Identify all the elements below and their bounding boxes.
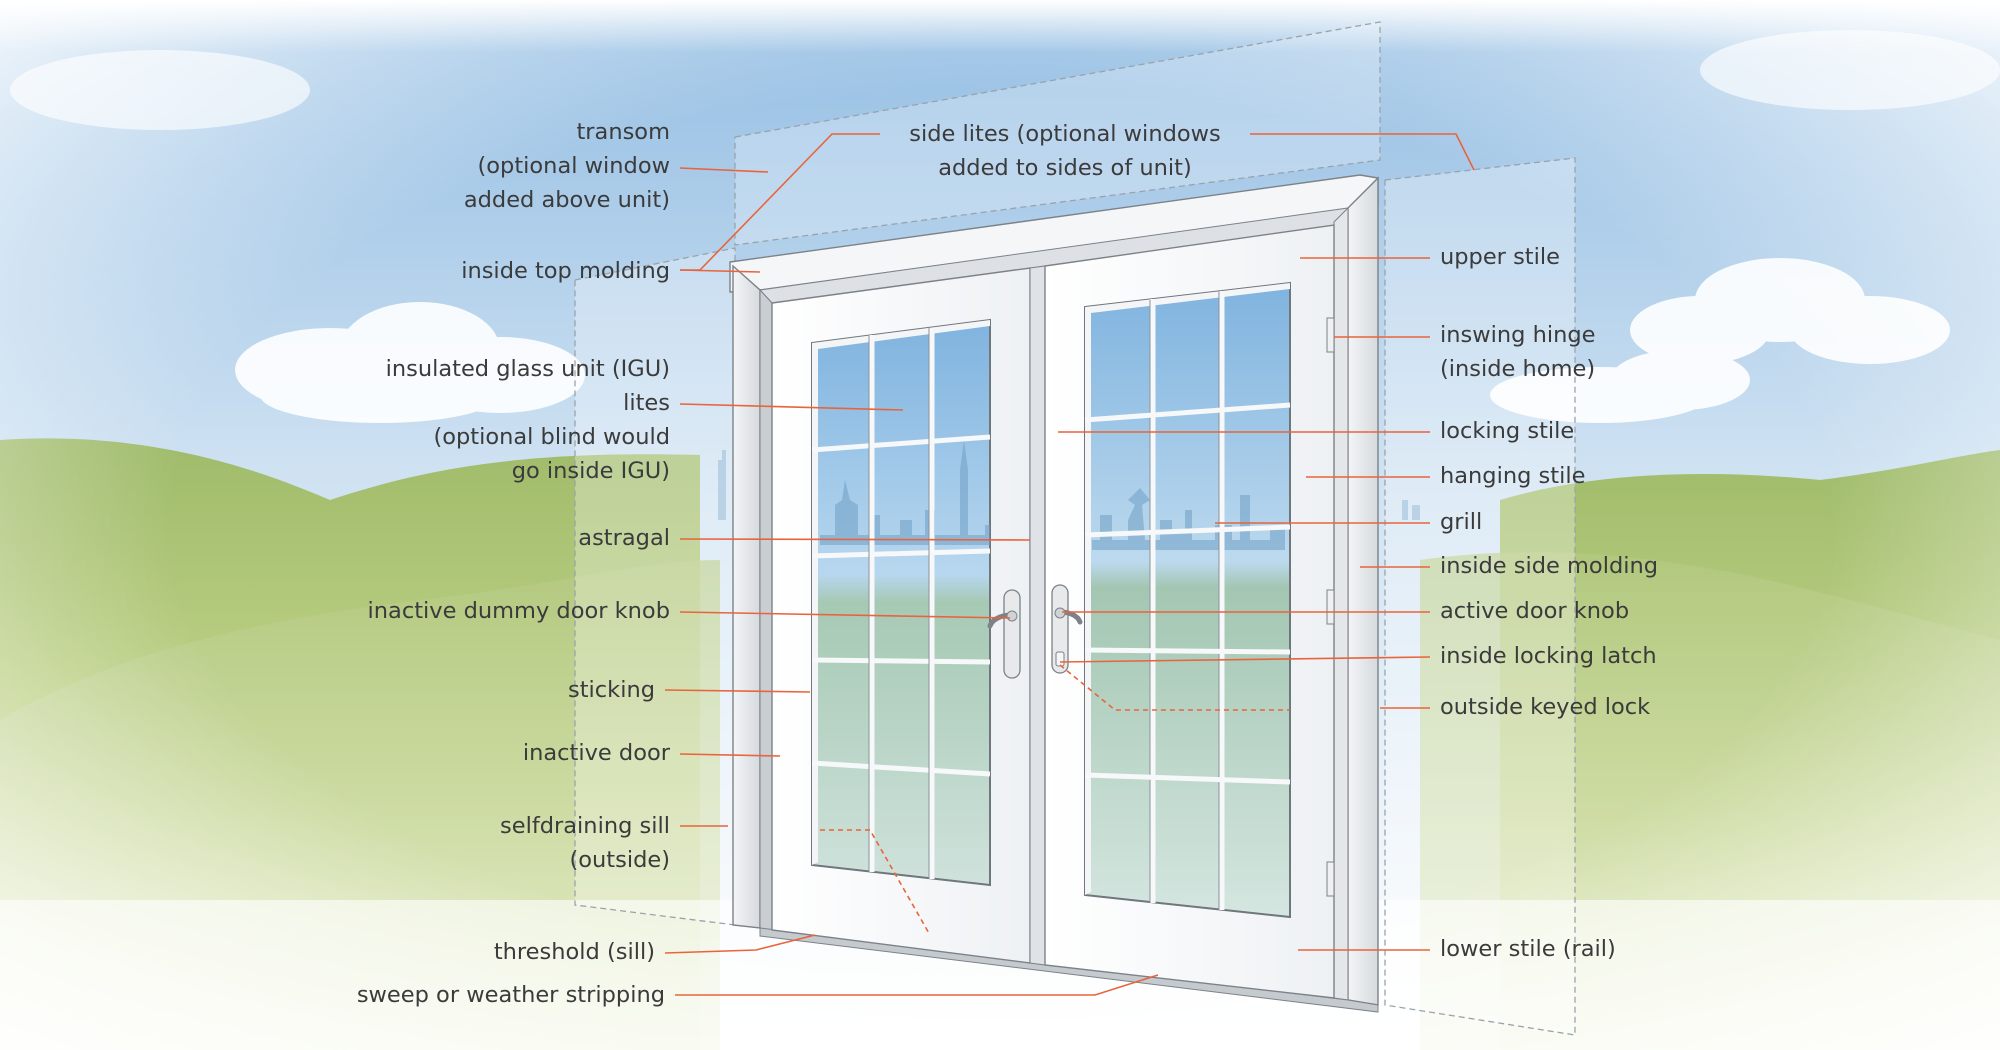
label-igu-lites: insulated glass unit (IGU) lites (option… xyxy=(385,356,670,484)
label-side-lites: side lites (optional windows added to si… xyxy=(909,121,1221,181)
door-frame xyxy=(729,174,1379,1013)
grill-active xyxy=(1084,291,1291,910)
label-inside-locking-latch: inside locking latch xyxy=(1440,643,1657,669)
label-threshold: threshold (sill) xyxy=(493,939,655,965)
label-inactive-door-knob: inactive dummy door knob xyxy=(367,598,670,624)
label-astragal: astragal xyxy=(578,525,670,551)
grill-inactive xyxy=(811,328,991,879)
label-lower-stile: lower stile (rail) xyxy=(1440,936,1616,962)
hinges xyxy=(1326,317,1335,897)
label-inside-top-molding: inside top molding xyxy=(461,258,670,284)
label-selfdraining-sill: selfdraining sill (outside) xyxy=(500,813,670,873)
label-outside-keyed-lock: outside keyed lock xyxy=(1440,694,1651,720)
label-hanging-stile: hanging stile xyxy=(1440,463,1586,489)
side-lite-right-outline xyxy=(1384,157,1576,1036)
label-active-door-knob: active door knob xyxy=(1440,598,1630,624)
label-inactive-door: inactive door xyxy=(522,740,670,766)
label-grill: grill xyxy=(1440,509,1483,535)
label-locking-stile: locking stile xyxy=(1440,418,1575,444)
label-inside-side-molding: inside side molding xyxy=(1440,553,1659,579)
label-transom: transom (optional window added above uni… xyxy=(463,119,670,213)
label-upper-stile: upper stile xyxy=(1440,244,1560,270)
label-inswing-hinge: inswing hinge (inside home) xyxy=(1440,322,1596,382)
label-sticking: sticking xyxy=(568,677,655,703)
transom-outline xyxy=(734,21,1381,246)
label-sweep: sweep or weather stripping xyxy=(356,982,665,1008)
leader-lines xyxy=(664,133,1475,996)
